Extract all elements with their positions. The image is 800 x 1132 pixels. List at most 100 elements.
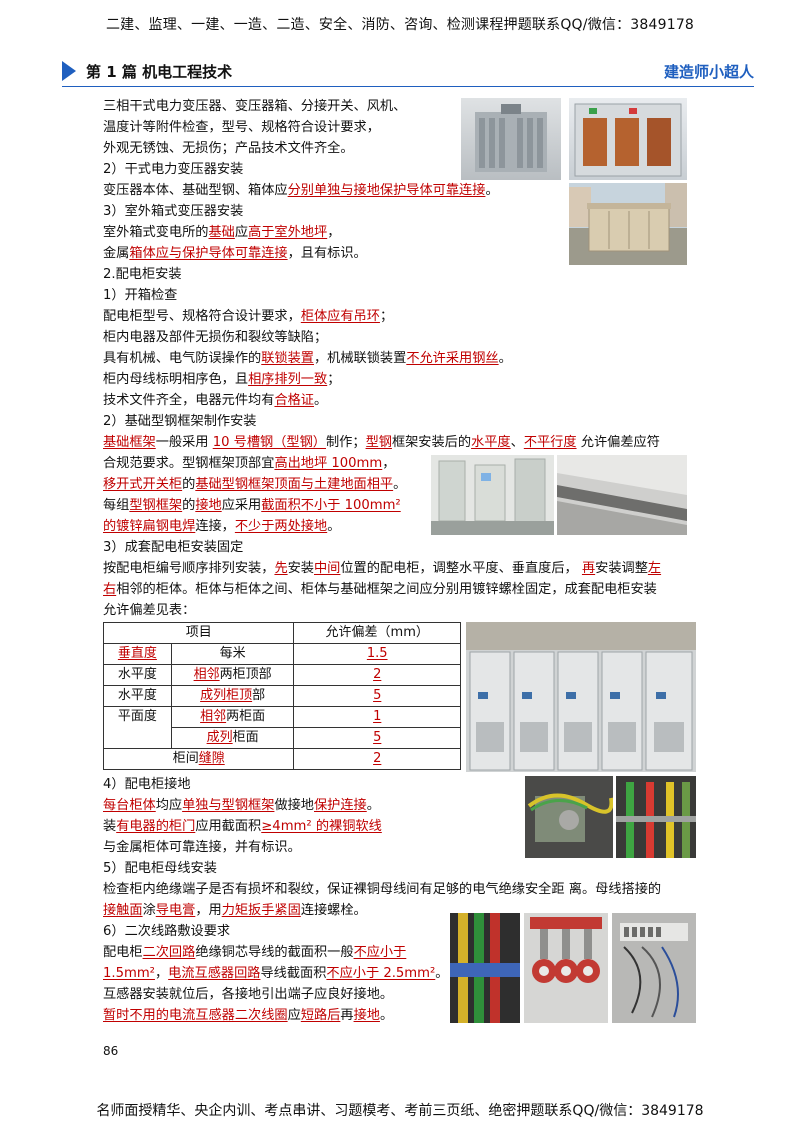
top-banner: 二建、监理、一建、一造、二造、安全、消防、咨询、检测课程押题联系QQ/微信：38… (105, 17, 695, 33)
highlighted-text: 再 (581, 561, 596, 576)
highlighted-text: 高于室外地坪 (248, 225, 328, 240)
highlighted-text: 箱体应与保护导体可靠连接 (129, 246, 288, 261)
body-text: ， (154, 966, 169, 981)
text-line: 2）基础型钢框架制作安装 (103, 413, 256, 431)
body-text: 允许偏差应符 (576, 435, 660, 450)
highlighted-text: 单独与型钢框架 (182, 798, 275, 813)
bottom-banner: 名师面授精华、央企内训、考点串讲、习题模考、考前三页纸、绝密押题联系QQ/微信：… (96, 1103, 704, 1119)
body-text: 绝缘铜芯导线的截面积一般 (195, 945, 354, 960)
text-line: 2.配电柜安装 (103, 266, 182, 284)
body-text: 三相干式电力变压器、变压器箱、分接开关、风机、 (103, 99, 407, 114)
highlighted-text: 接地 (353, 1008, 380, 1023)
text-line: 装有电器的柜门应用截面积≥4mm² 的裸铜软线 (103, 818, 382, 836)
body-text: 每组 (103, 498, 130, 513)
highlighted-text: 10 号槽钢（型钢） (212, 435, 326, 450)
body-text: 应用截面积 (195, 819, 262, 834)
table-row: 平面度 相邻两柜面 1 (103, 706, 461, 749)
highlighted-text: 不允许采用钢丝 (406, 351, 499, 366)
text-line: 柜内电器及部件无损伤和裂纹等缺陷； (103, 329, 327, 347)
highlighted-text: 相序排列一致 (248, 372, 328, 387)
body-text: 室外箱式变电所的 (103, 225, 209, 240)
body-text: ， (382, 456, 396, 471)
text-line: 金属箱体应与保护导体可靠连接，且有标识。 (103, 245, 367, 263)
body-text: 合规范要求。型钢框架顶部宜 (103, 456, 275, 471)
table-row: 水平度 成列柜顶部 5 (103, 685, 461, 707)
body-text: ； (379, 309, 394, 324)
body-text: 技术文件齐全，电器元件均有 (103, 393, 275, 408)
text-line: 1）开箱检查 (103, 287, 177, 305)
table-cell-value: 5 (293, 685, 461, 707)
body-text: ， (327, 225, 341, 240)
current-transformer-photo (524, 913, 608, 1023)
text-line: 每台柜体均应单独与型钢框架做接地保护连接。 (103, 797, 380, 815)
body-text: 应采用 (221, 498, 262, 513)
text-line: 温度计等附件检查，型号、规格符合设计要求， (103, 119, 380, 137)
body-text: 连接， (195, 519, 235, 534)
text-line: 暂时不用的电流互感器二次线圈应短路后再接地。 (103, 1007, 393, 1025)
highlighted-text: 导电膏 (155, 903, 196, 918)
table-row: 成列柜面 5 (104, 727, 461, 749)
highlighted-text: 联锁装置 (261, 351, 314, 366)
highlighted-text: 不少于两处接地 (234, 519, 328, 534)
text-line: 配电柜二次回路绝缘铜芯导线的截面积一般不应小于 (103, 944, 406, 962)
body-text: 。 (485, 183, 499, 198)
body-text: 、 (510, 435, 524, 450)
table-cell-value: 1.5 (293, 643, 461, 665)
highlighted-text: 电流互感器回路 (168, 966, 261, 981)
highlighted-text: 每台柜体 (103, 798, 156, 813)
body-text: 。 (435, 966, 449, 981)
secondary-wiring-photo (612, 913, 696, 1023)
switchgear-row-photo (466, 622, 696, 772)
text-line: 的镀锌扁钢电焊连接，不少于两处接地。 (103, 518, 340, 536)
text-line: 互感器安装就位后，各接地引出端子应良好接地。 (103, 986, 393, 1004)
body-text: 3）室外箱式变压器安装 (103, 204, 244, 219)
highlighted-text: 左 (647, 561, 662, 576)
table-row: 水平度 相邻两柜顶部 2 (103, 664, 461, 686)
chapter-header: 第 1 篇 机电工程技术 建造师小超人 (62, 58, 754, 84)
text-line: 5）配电柜母线安装 (103, 860, 217, 878)
text-line: 6）二次线路敷设要求 (103, 923, 230, 941)
text-line: 检查柜内绝缘端子是否有损坏和裂纹，保证裸铜母线间有足够的电气绝缘安全距 离。母线… (103, 881, 661, 899)
table-header-row: 项目 允许偏差（mm） (102, 622, 461, 644)
body-text: 装 (103, 819, 117, 834)
table-cell-value: 2 (293, 748, 461, 770)
table-cell: 每米 (170, 643, 295, 665)
body-text: 5）配电柜母线安装 (103, 861, 217, 876)
text-line: 接触面涂导电膏，用力矩扳手紧固连接螺栓。 (103, 902, 367, 920)
body-text: 的 (182, 498, 196, 513)
table-cell: 柜间缝隙 (102, 748, 295, 770)
cabinet-grounding-photo-2 (616, 776, 696, 858)
highlighted-text: 型钢 (365, 435, 392, 450)
text-line: 外观无锈蚀、无损伤；产品技术文件齐全。 (103, 140, 354, 158)
body-text: 配电柜型号、规格符合设计要求， (103, 309, 301, 324)
text-line: 3）室外箱式变压器安装 (103, 203, 243, 221)
body-text: 柜内电器及部件无损伤和裂纹等缺陷； (103, 330, 328, 345)
text-line: 每组型钢框架的接地应采用截面积不小于 100mm² (103, 497, 401, 515)
text-line: 与金属柜体可靠连接，并有标识。 (103, 839, 301, 857)
body-text: 框架安装后的 (391, 435, 472, 450)
highlighted-text: 合格证 (274, 393, 314, 408)
body-text: 连接螺栓。 (300, 903, 367, 918)
table-cell-text: 垂直度 (117, 646, 157, 661)
body-text: 互感器安装就位后，各接地引出端子应良好接地。 (103, 987, 394, 1002)
body-text: 1）开箱检查 (103, 288, 178, 303)
table-value-text: 1.5 (366, 646, 388, 661)
box-transformer-photo (569, 183, 687, 265)
table-cell: 水平度 (103, 685, 172, 707)
body-text: ，用 (195, 903, 222, 918)
table-header-tolerance: 允许偏差（mm） (293, 622, 461, 644)
body-text: 。 (366, 798, 380, 813)
table-cell-text: 成列柜顶 (200, 688, 253, 703)
body-text: ，且有标识。 (287, 246, 367, 261)
body-text: 应 (234, 225, 249, 240)
body-text: 。 (379, 1008, 394, 1023)
cabinet-grounding-photo-1 (525, 776, 613, 858)
text-line: 3）成套配电柜安装固定 (103, 539, 243, 557)
body-text: 位置的配电柜，调整水平度、垂直度后， (340, 561, 582, 576)
highlighted-text: 分别单独与接地保护导体可靠连接 (287, 183, 486, 198)
highlighted-text: 不平行度 (523, 435, 577, 450)
highlighted-text: 先 (274, 561, 288, 576)
table-cell-text: 柜面 (232, 730, 259, 745)
chapter-arrow-icon (62, 61, 76, 81)
table-cell: 成列柜顶部 (170, 685, 295, 707)
